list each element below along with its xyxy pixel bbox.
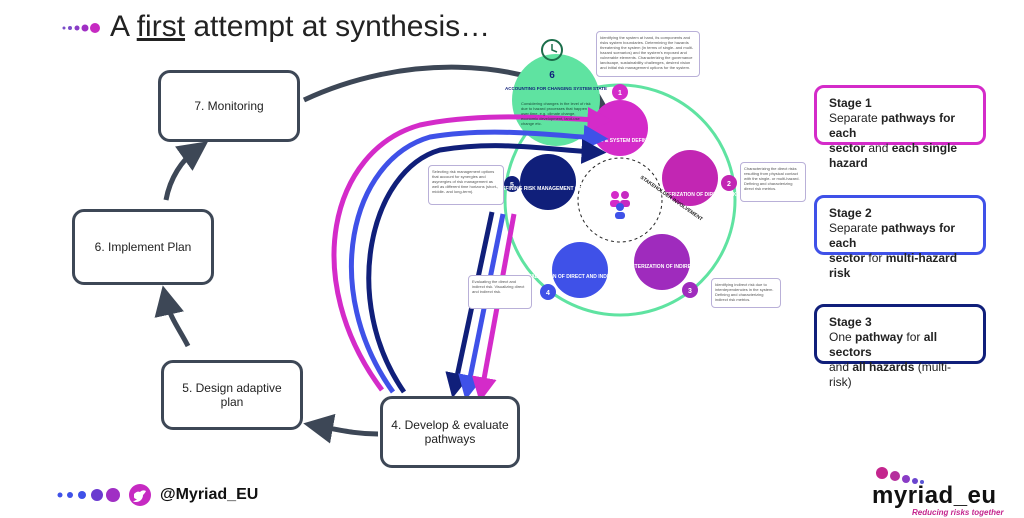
- stage-1-bold3: each single hazard: [829, 141, 958, 170]
- node-4-label: EVALUATION OF DIRECT AND INDIRECT RISK: [525, 274, 636, 280]
- node-3-num: 3: [688, 288, 692, 295]
- note-evaluation: Evaluating the direct and indirect risk.…: [468, 275, 532, 309]
- page-title: A first attempt at synthesis…: [60, 10, 490, 44]
- stage-2-text1: Separate: [829, 221, 882, 235]
- node-2-num: 2: [727, 181, 731, 188]
- stage-1-bold2: sector: [829, 141, 866, 155]
- stage-2-bold1: pathways for each: [829, 221, 956, 250]
- path-blue: [349, 124, 609, 394]
- node-1: [592, 100, 648, 156]
- dots-icon: [62, 23, 100, 34]
- stage-3: Stage 3 One pathway for all sectors and …: [814, 304, 986, 389]
- note-framing: Identifying the system at hand, its comp…: [596, 31, 700, 77]
- step-design-line1: 5. Design adaptive: [182, 381, 282, 395]
- step-design: 5. Design adaptive plan: [161, 360, 303, 430]
- stage-3-bold2: all sectors: [829, 330, 938, 359]
- path-navy: [366, 138, 607, 394]
- node-1-label: FRAMING & SYSTEM DEFINITION: [580, 138, 660, 144]
- stage-3-text4: (multi-risk): [829, 360, 952, 389]
- twitter-handle[interactable]: @Myriad_EU: [160, 486, 259, 503]
- node-5-label: DEFINING RISK MANAGEMENT OPTIONS: [499, 186, 599, 192]
- stage-3-text1: One: [829, 330, 856, 344]
- step-implement: 6. Implement Plan: [72, 209, 214, 285]
- twitter-bird-icon: [133, 490, 146, 502]
- note-direct: Characterizing the direct risks resultin…: [740, 162, 806, 202]
- node-3-label: CHARACTERIZATION OF INDIRECT RISK: [613, 264, 711, 270]
- node-6-label: ACCOUNTING FOR CHANGING SYSTEM STATE: [505, 86, 607, 91]
- note-changing-state: Considering changes in the level of risk…: [521, 101, 591, 126]
- stage-1: Stage 1 Separate pathways for each secto…: [814, 85, 986, 170]
- stage-2-bold3: multi-hazard risk: [829, 251, 958, 280]
- node-5: [520, 154, 576, 210]
- title-underlined: first: [136, 10, 186, 43]
- arrow-implement-to-monitoring: [163, 141, 209, 201]
- stage-3-text2: for: [903, 330, 924, 344]
- step-implement-label: 6. Implement Plan: [94, 240, 192, 254]
- node-1-num: 1: [618, 90, 622, 97]
- node-6-blob: [512, 54, 600, 146]
- step-develop-line2: pathways: [424, 432, 476, 446]
- node-5-num: 5: [510, 182, 514, 189]
- node-6-num: 6: [549, 70, 555, 81]
- title-suffix: attempt at synthesis…: [185, 10, 491, 43]
- stage-2-heading: Stage 2: [829, 206, 872, 220]
- logo-text: myriad_eu: [872, 482, 997, 509]
- stage-3-bold1: pathway: [855, 330, 904, 344]
- arrow-develop-to-design: [303, 413, 379, 444]
- node-2-label: CHARACTERIZATION OF DIRECT RISK: [644, 192, 737, 198]
- logo-tagline: Reducing risks together: [912, 508, 1004, 517]
- stage-3-heading: Stage 3: [829, 315, 872, 329]
- stakeholder-icon: [610, 191, 630, 219]
- note-options: Selecting risk management options that a…: [428, 165, 504, 205]
- node-4-num: 4: [546, 290, 550, 297]
- stage-2-bold2: sector: [829, 251, 866, 265]
- stage-2: Stage 2 Separate pathways for each secto…: [814, 195, 986, 280]
- node-4: [552, 242, 608, 298]
- arrow-design-to-implement: [154, 285, 191, 348]
- step-monitoring-label: 7. Monitoring: [194, 99, 264, 113]
- stage-2-text3: for: [865, 251, 886, 265]
- stage-3-text3: and: [829, 360, 853, 374]
- title-prefix: A: [110, 10, 137, 43]
- node-2: [662, 150, 718, 206]
- stage-1-text1: Separate: [829, 111, 882, 125]
- logo-mark-icon: [876, 467, 924, 484]
- stage-1-text3: and: [865, 141, 892, 155]
- step-develop-line1: 4. Develop & evaluate: [391, 418, 509, 432]
- node-3: [634, 234, 690, 290]
- stage-1-bold1: pathways for each: [829, 111, 956, 140]
- stage-1-heading: Stage 1: [829, 96, 872, 110]
- step-monitoring: 7. Monitoring: [158, 70, 300, 142]
- step-design-line2: plan: [220, 395, 244, 409]
- path-magenta: [331, 107, 613, 392]
- step-develop: 4. Develop & evaluate pathways: [380, 396, 520, 468]
- stage-3-bold3: all hazards: [852, 360, 915, 374]
- note-indirect: Identifying indirect risk due to interde…: [711, 278, 781, 308]
